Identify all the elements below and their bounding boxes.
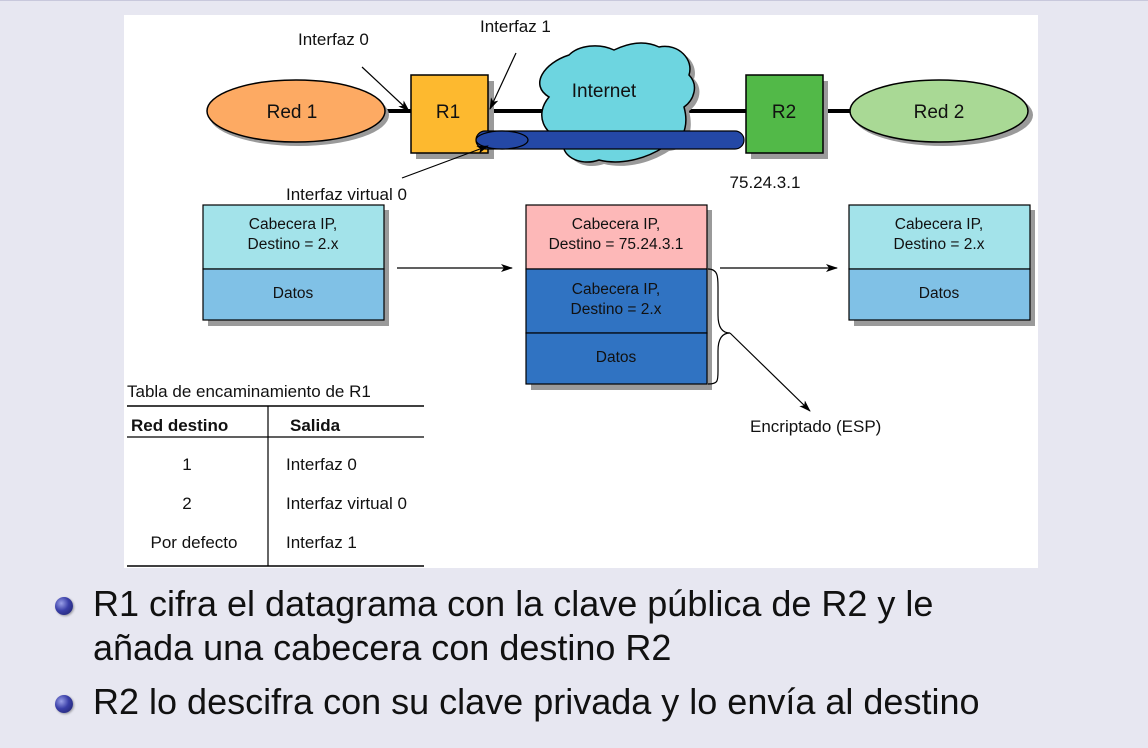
routing-table-header-salida: Salida	[290, 416, 341, 435]
packet-delivered: Cabecera IP, Destino = 2.x Datos	[848, 204, 1035, 326]
interfaz1-label: Interfaz 1	[480, 17, 551, 36]
vpn-tunnel-figure: Red 1 R1 Internet R2 Red 2 Interfaz 0 In…	[124, 15, 1038, 568]
internet-label: Internet	[572, 81, 637, 102]
packet-tunneled-inner-header-line2: Destino = 2.x	[571, 301, 662, 318]
network-red1: Red 1	[206, 79, 389, 146]
routing-row-2-out: Interfaz virtual 0	[286, 494, 407, 513]
routing-row-3-dest: Por defecto	[151, 533, 238, 552]
packet-original-data: Datos	[273, 285, 314, 302]
bullet-1-line2: añada una cabecera con destino R2	[93, 627, 672, 668]
packet-tunneled-inner-header-line1: Cabecera IP,	[572, 281, 660, 298]
packet-tunneled-outer-header-line1: Cabecera IP,	[572, 216, 660, 233]
red2-label: Red 2	[914, 102, 965, 123]
interfaz-virtual0-arrow	[401, 145, 489, 179]
packet-original-header-line1: Cabecera IP,	[249, 216, 337, 233]
bullet-icon	[55, 695, 73, 713]
routing-table: Tabla de encaminamiento de R1 Red destin…	[127, 382, 424, 567]
r1-label: R1	[436, 102, 460, 123]
routing-row-3-out: Interfaz 1	[286, 533, 357, 552]
routing-table-title: Tabla de encaminamiento de R1	[127, 382, 371, 401]
bullet-item: R1 cifra el datagrama con la clave públi…	[55, 582, 1135, 670]
packet-tunneled-outer-header-line2: Destino = 75.24.3.1	[549, 236, 684, 253]
packet-original: Cabecera IP, Destino = 2.x Datos	[202, 204, 389, 326]
interfaz0-label: Interfaz 0	[298, 30, 369, 49]
routing-row-1-out: Interfaz 0	[286, 455, 357, 474]
encrypted-label: Encriptado (ESP)	[750, 417, 881, 436]
routing-table-header-red-destino: Red destino	[131, 416, 228, 435]
packet-delivered-header-line1: Cabecera IP,	[895, 216, 983, 233]
red1-label: Red 1	[267, 102, 318, 123]
bullet-1-line1: R1 cifra el datagrama con la clave públi…	[93, 583, 934, 624]
packet-original-header-line2: Destino = 2.x	[248, 236, 339, 253]
bullet-icon	[55, 597, 73, 615]
routing-row-2-dest: 2	[182, 494, 191, 513]
network-red2: Red 2	[849, 79, 1033, 146]
r2-label: R2	[772, 102, 796, 123]
routing-row-1-dest: 1	[182, 455, 191, 474]
router-r2: R2	[745, 74, 828, 159]
r2-ip-label: 75.24.3.1	[730, 173, 801, 192]
interfaz1-arrow	[489, 52, 517, 110]
packet-tunneled-data: Datos	[596, 349, 637, 366]
bullet-list: R1 cifra el datagrama con la clave públi…	[55, 582, 1135, 734]
bullet-2-line1: R2 lo descifra con su clave privada y lo…	[93, 681, 980, 722]
packet-delivered-header-line2: Destino = 2.x	[894, 236, 985, 253]
interfaz-virtual0-label: Interfaz virtual 0	[286, 185, 407, 204]
interfaz0-arrow	[361, 66, 410, 112]
packet-tunneled: Cabecera IP, Destino = 75.24.3.1 Cabecer…	[525, 204, 712, 390]
encrypted-arrow	[729, 332, 811, 412]
bullet-item: R2 lo descifra con su clave privada y lo…	[55, 680, 1135, 724]
router-r1: R1	[410, 74, 494, 159]
top-border	[0, 0, 1148, 1]
vpn-tunnel	[475, 130, 745, 150]
packet-delivered-data: Datos	[919, 285, 960, 302]
